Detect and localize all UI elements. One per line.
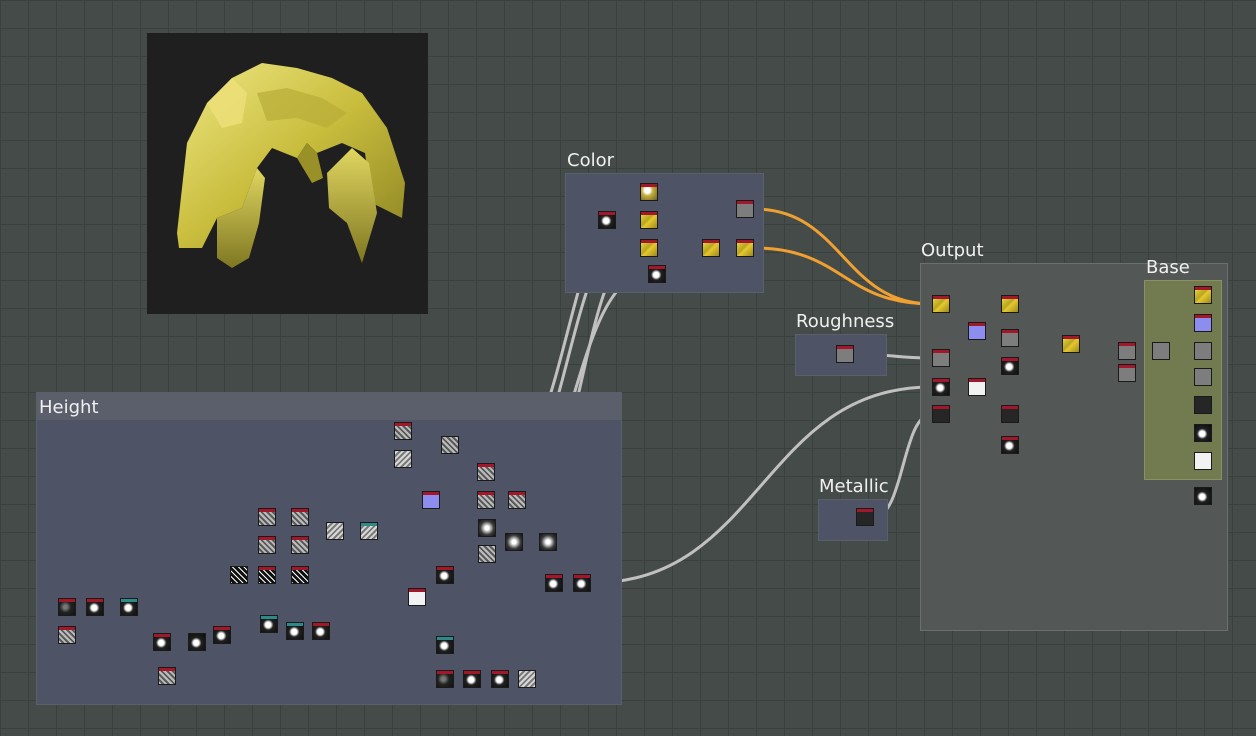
frame-title-roughness: Roughness — [796, 311, 895, 332]
frame-height[interactable]: Height — [36, 392, 622, 705]
frame-title-base: Base — [1146, 257, 1190, 278]
frame-title-color: Color — [567, 150, 614, 171]
graph-node-o12[interactable] — [1062, 335, 1080, 353]
graph-node-o13[interactable] — [1118, 342, 1136, 360]
graph-node-c2[interactable] — [640, 211, 658, 229]
graph-node-h10[interactable] — [326, 522, 344, 540]
graph-node-h28[interactable] — [58, 626, 76, 644]
frame-title-height: Height — [39, 397, 99, 418]
graph-node-h8[interactable] — [258, 508, 276, 526]
graph-node-h34[interactable] — [312, 622, 330, 640]
graph-node-h22[interactable] — [545, 574, 563, 592]
graph-node-h25[interactable] — [58, 598, 76, 616]
graph-node-c1[interactable] — [640, 183, 658, 201]
graph-node-b2[interactable] — [1194, 314, 1212, 332]
graph-node-h27[interactable] — [120, 598, 138, 616]
graph-node-h29[interactable] — [153, 633, 171, 651]
graph-node-h26[interactable] — [86, 598, 104, 616]
graph-node-h11[interactable] — [360, 522, 378, 540]
graph-node-h9[interactable] — [291, 508, 309, 526]
graph-node-b4[interactable] — [1194, 368, 1212, 386]
graph-node-h16[interactable] — [505, 533, 523, 551]
wire-c7-o1 — [752, 246, 934, 306]
graph-node-h4[interactable] — [477, 463, 495, 481]
graph-node-h40[interactable] — [518, 670, 536, 688]
3d-preview[interactable] — [147, 33, 428, 314]
graph-node-h6[interactable] — [477, 491, 495, 509]
graph-node-c7[interactable] — [736, 239, 754, 257]
graph-node-h36[interactable] — [158, 667, 176, 685]
frame-title-metallic: Metallic — [819, 476, 889, 497]
graph-node-h5[interactable] — [422, 491, 440, 509]
graph-node-h20[interactable] — [291, 566, 309, 584]
graph-node-c5[interactable] — [648, 265, 666, 283]
graph-node-h35[interactable] — [436, 636, 454, 654]
graph-node-o2[interactable] — [1001, 295, 1019, 313]
graph-node-o6[interactable] — [932, 378, 950, 396]
graph-node-h17[interactable] — [539, 533, 557, 551]
graph-node-h3[interactable] — [394, 450, 412, 468]
frame-title-output: Output — [921, 240, 984, 261]
preview-render — [177, 63, 405, 268]
graph-node-h2[interactable] — [441, 436, 459, 454]
graph-node-o14[interactable] — [1118, 364, 1136, 382]
graph-node-h37[interactable] — [436, 670, 454, 688]
graph-node-o5[interactable] — [932, 349, 950, 367]
graph-node-h38[interactable] — [463, 670, 481, 688]
graph-node-o1[interactable] — [932, 295, 950, 313]
graph-node-h1[interactable] — [394, 422, 412, 440]
graph-node-h13[interactable] — [291, 536, 309, 554]
graph-node-h14[interactable] — [478, 519, 496, 537]
graph-node-h12[interactable] — [258, 536, 276, 554]
graph-node-h15[interactable] — [478, 545, 496, 563]
graph-node-h23[interactable] — [573, 574, 591, 592]
graph-node-o9[interactable] — [932, 405, 950, 423]
graph-node-o7[interactable] — [968, 378, 986, 396]
graph-node-o3[interactable] — [968, 322, 986, 340]
graph-node-r1[interactable] — [836, 345, 854, 363]
graph-node-m1[interactable] — [856, 508, 874, 526]
wire-h23-o6 — [589, 385, 934, 585]
graph-node-b1[interactable] — [1194, 286, 1212, 304]
graph-node-h7[interactable] — [508, 491, 526, 509]
graph-node-o11[interactable] — [1001, 436, 1019, 454]
graph-node-c4[interactable] — [598, 211, 616, 229]
graph-node-h30[interactable] — [188, 633, 206, 651]
graph-node-b3[interactable] — [1194, 342, 1212, 360]
graph-node-h18[interactable] — [230, 566, 248, 584]
graph-node-c8[interactable] — [736, 200, 754, 218]
frame-metallic[interactable]: Metallic — [818, 476, 889, 541]
graph-node-b7[interactable] — [1194, 452, 1212, 470]
graph-node-h21[interactable] — [436, 566, 454, 584]
graph-node-b8[interactable] — [1194, 487, 1212, 505]
graph-node-o10[interactable] — [1001, 405, 1019, 423]
graph-node-b6[interactable] — [1194, 424, 1212, 442]
graph-node-h31[interactable] — [213, 626, 231, 644]
graph-node-h32[interactable] — [260, 615, 278, 633]
graph-node-b5[interactable] — [1194, 396, 1212, 414]
graph-node-c3[interactable] — [640, 239, 658, 257]
graph-node-h19[interactable] — [258, 566, 276, 584]
graph-node-h24[interactable] — [408, 588, 426, 606]
graph-node-o15[interactable] — [1152, 342, 1170, 360]
graph-node-o8[interactable] — [1001, 357, 1019, 375]
wire-c8-o1 — [752, 207, 934, 306]
graph-node-o4[interactable] — [1001, 329, 1019, 347]
graph-node-c6[interactable] — [702, 239, 720, 257]
graph-node-h39[interactable] — [491, 670, 509, 688]
graph-node-h33[interactable] — [286, 622, 304, 640]
frame-base[interactable]: Base — [1144, 257, 1222, 480]
